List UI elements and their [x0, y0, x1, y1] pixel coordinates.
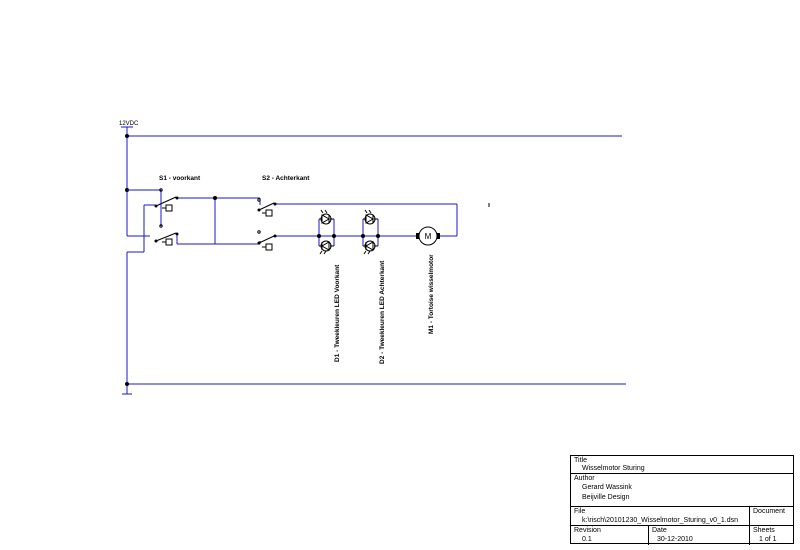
led-ray [364, 209, 368, 214]
d1-label: D1 - Tweekleuren LED Voorkant [334, 264, 341, 362]
diode-triangle [364, 241, 374, 251]
led-body [364, 213, 376, 225]
divider [648, 526, 649, 545]
actuator [165, 238, 173, 246]
contact [175, 196, 179, 200]
led-ray [368, 209, 372, 214]
junction-dot [125, 382, 129, 386]
motor-terminal [437, 233, 440, 239]
led-ray [323, 250, 327, 255]
led-ray [319, 250, 323, 255]
led-ray [324, 209, 328, 214]
file-caption: File [574, 508, 586, 515]
junction-dot [361, 234, 365, 238]
divider [749, 507, 750, 525]
document-caption: Document [753, 508, 785, 515]
revision-value: 0.1 [582, 536, 592, 543]
d2-label: D2 - Tweekleuren LED Achterkant [379, 260, 386, 364]
junction-dot [125, 134, 129, 138]
contact [159, 188, 163, 192]
author-row: Author Gerard Wassink Beijville Design [571, 474, 793, 507]
motor-terminal [416, 233, 419, 239]
m1-motor [416, 226, 440, 246]
junction-dot [317, 234, 321, 238]
divider [749, 526, 750, 545]
switch-blade [258, 202, 275, 211]
d1-led [317, 209, 336, 255]
diode-triangle [365, 214, 375, 224]
title-row: Title Wisselmotor Sturing [571, 456, 793, 474]
contact [273, 234, 277, 238]
contact [257, 198, 261, 202]
author-company: Beijville Design [582, 494, 630, 501]
actuator [265, 209, 273, 217]
junction-dot [213, 196, 217, 200]
revision-caption: Revision [574, 527, 601, 534]
date-caption: Date [652, 527, 667, 534]
s2-switch [257, 198, 277, 251]
diode-triangle [320, 241, 330, 251]
led-ray [363, 250, 367, 255]
junction-dot [376, 234, 380, 238]
actuator [165, 204, 173, 212]
switch-blade [258, 235, 275, 244]
junction-dot [332, 234, 336, 238]
contact [257, 230, 261, 234]
contact [175, 232, 179, 236]
diode-triangle [321, 214, 331, 224]
s1-switch [154, 188, 179, 246]
sheets-value: 1 of 1 [759, 536, 777, 543]
s1-wiring [127, 189, 260, 253]
actuator [265, 243, 273, 251]
contact [273, 202, 277, 206]
motor-symbol: M [425, 232, 432, 241]
switch-blade [155, 196, 177, 207]
m1-label: M1 - Tortoise wisselmotor [428, 254, 435, 334]
title-block: Title Wisselmotor Sturing Author Gerard … [570, 455, 794, 545]
motor-body [418, 226, 438, 246]
s2-label: S2 - Achterkant [262, 175, 310, 182]
s1-label: S1 - voorkant [159, 175, 201, 182]
led-ray [320, 209, 324, 214]
led-body [320, 213, 332, 225]
author-caption: Author [574, 475, 595, 482]
sheets-caption: Sheets [753, 527, 775, 534]
d2-led [361, 209, 380, 255]
supply-label: 12VDC [119, 121, 139, 127]
author-name: Gerard Wassink [582, 484, 632, 491]
title-value: Wisselmotor Sturing [582, 465, 645, 472]
file-value: k:\risch\20101230_Wisselmotor_Sturing_v0… [582, 517, 739, 524]
date-value: 30-12-2010 [657, 536, 693, 543]
file-row: File k:\risch\20101230_Wisselmotor_Sturi… [571, 507, 793, 526]
title-caption: Title [574, 457, 587, 464]
led-ray [367, 250, 371, 255]
supply-rails [121, 126, 626, 395]
contact [159, 224, 163, 228]
switch-blade [155, 232, 177, 242]
revision-row: Revision 0.1 Date 30-12-2010 Sheets 1 of… [571, 526, 793, 545]
